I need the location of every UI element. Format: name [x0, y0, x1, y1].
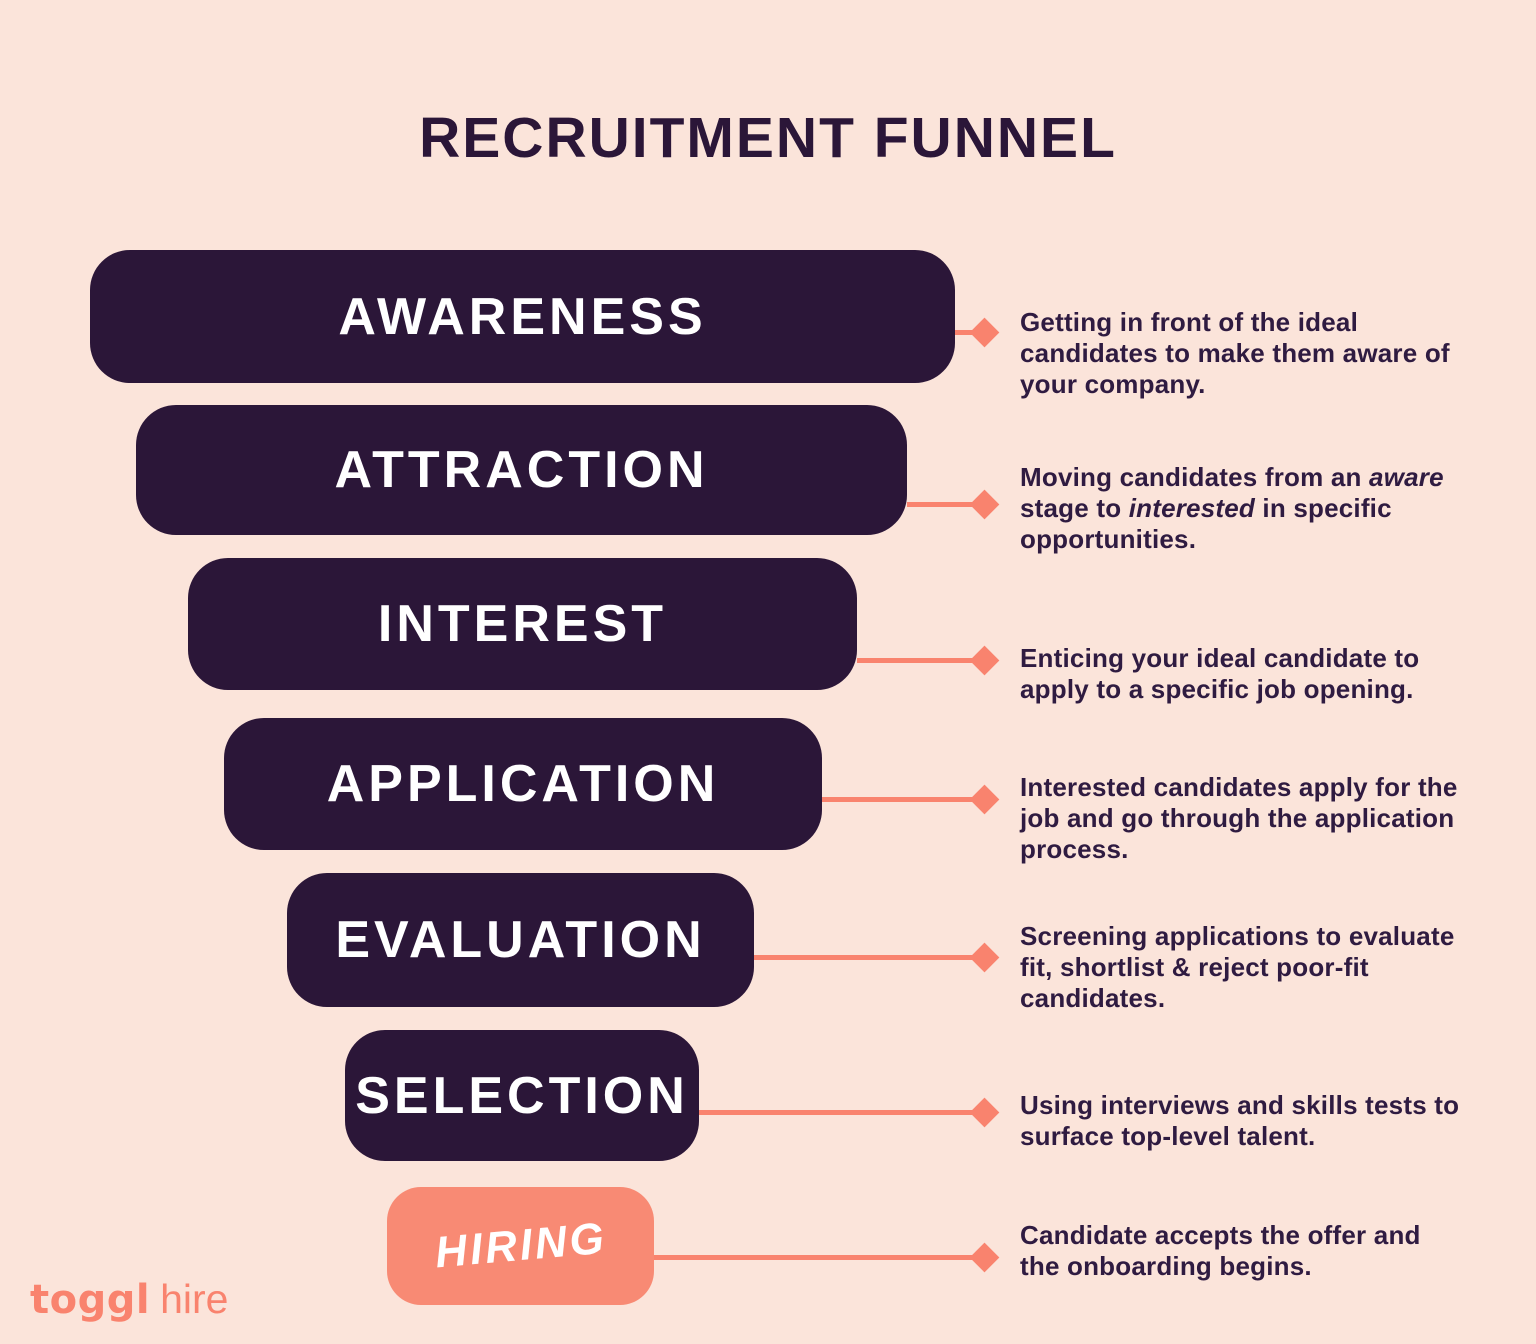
connector-line-application	[822, 797, 977, 802]
connector-line-hiring	[654, 1255, 977, 1260]
stage-description-application: Interested candidates apply for the job …	[1020, 772, 1458, 864]
stage-description-attraction: Moving candidates from an aware stage to…	[1020, 462, 1444, 554]
stage-label-selection: SELECTION	[355, 1066, 689, 1125]
connector-line-selection	[699, 1110, 977, 1115]
stage-bar-interest: INTEREST	[188, 558, 857, 690]
stage-bar-selection: SELECTION	[345, 1030, 699, 1161]
stage-label-interest: INTEREST	[377, 595, 668, 653]
arrow-diamond-icon	[969, 1242, 1000, 1273]
arrow-diamond-icon	[969, 942, 1000, 973]
page-title: RECRUITMENT FUNNEL	[419, 106, 1117, 170]
stage-description-interest: Enticing your ideal candidate to apply t…	[1020, 643, 1420, 704]
stage-bar-attraction: ATTRACTION	[136, 405, 907, 535]
arrow-diamond-icon	[969, 317, 1000, 348]
stage-label-hiring: HIRING	[432, 1213, 609, 1278]
stage-label-application: APPLICATION	[326, 755, 720, 813]
logo-toggl: toggl	[30, 1277, 151, 1323]
arrow-diamond-icon	[969, 784, 1000, 815]
stage-bar-awareness: AWARENESS	[90, 250, 955, 383]
stage-description-selection: Using interviews and skills tests to sur…	[1020, 1090, 1460, 1151]
stage-label-awareness: AWARENESS	[338, 287, 707, 346]
connector-line-attraction	[907, 502, 977, 507]
arrow-diamond-icon	[969, 645, 1000, 676]
stage-bar-evaluation: EVALUATION	[287, 873, 754, 1007]
stage-label-evaluation: EVALUATION	[335, 911, 706, 969]
stage-description-evaluation: Screening applications to evaluate fit, …	[1020, 921, 1455, 1013]
stage-description-hiring: Candidate accepts the offer and the onbo…	[1020, 1220, 1421, 1281]
stage-bar-hiring: HIRING	[387, 1187, 654, 1305]
connector-line-evaluation	[754, 955, 977, 960]
stage-description-awareness: Getting in front of the ideal candidates…	[1020, 307, 1450, 399]
arrow-diamond-icon	[969, 489, 1000, 520]
connector-line-awareness	[955, 330, 977, 335]
stage-label-attraction: ATTRACTION	[334, 441, 709, 499]
stage-bar-application: APPLICATION	[224, 718, 822, 850]
arrow-diamond-icon	[969, 1097, 1000, 1128]
logo-hire: hire	[160, 1276, 229, 1322]
connector-line-interest	[857, 658, 977, 663]
